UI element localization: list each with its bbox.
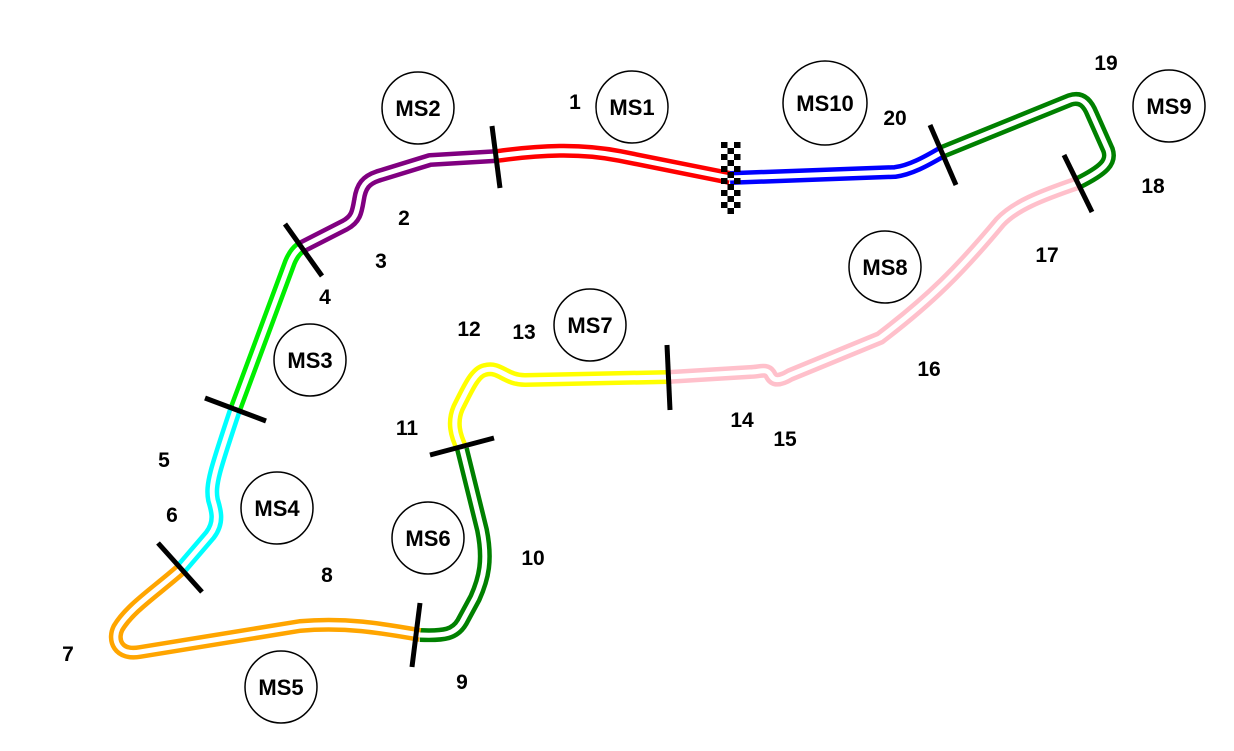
sector-label-ms6: MS6: [391, 501, 465, 575]
sector-circle: [553, 288, 627, 362]
turn-number: 6: [166, 504, 178, 527]
turn-number: 10: [521, 547, 544, 570]
sector-name: MS2: [395, 96, 440, 121]
sector-boundary-marker: [156, 541, 204, 594]
sector-boundary-marker: [927, 124, 959, 186]
turn-number: 5: [158, 449, 170, 472]
sector-name: MS7: [567, 313, 612, 338]
turn-number: 13: [512, 321, 535, 344]
track-inner-ms5: [113, 568, 421, 656]
sector-circle: [848, 230, 922, 304]
turn-number: 1: [569, 91, 581, 114]
sector-name: MS1: [609, 95, 654, 120]
turn-number: 14: [730, 409, 754, 432]
track-inner-ms6: [419, 448, 488, 638]
sector-boundary-marker: [282, 222, 325, 278]
sector-circle: [782, 60, 868, 146]
turn-number: 4: [319, 286, 331, 309]
turn-number: 9: [456, 671, 468, 694]
sector-label-ms10: MS10: [782, 60, 868, 146]
sector-name: MS10: [796, 91, 853, 116]
turn-number: 19: [1094, 52, 1117, 75]
sector-label-ms9: MS9: [1132, 69, 1206, 143]
sector-boundary-marker: [489, 125, 503, 189]
sector-name: MS4: [254, 496, 300, 521]
sector-circle: [1132, 69, 1206, 143]
sector-name: MS6: [405, 526, 450, 551]
sector-circle: [381, 71, 455, 145]
sector-boundary-marker: [409, 602, 423, 668]
turn-number: 11: [396, 417, 419, 440]
sector-name: MS5: [258, 675, 303, 700]
turn-number: 18: [1141, 175, 1165, 198]
sector-label-ms5: MS5: [244, 650, 318, 724]
turn-number: 7: [62, 643, 74, 666]
turn-number: 12: [457, 318, 480, 341]
track-inner-ms9: [941, 96, 1112, 186]
sector-circle: [595, 70, 669, 144]
sector-label-ms1: MS1: [595, 70, 669, 144]
sector-boundary-marker: [204, 395, 267, 424]
sector-label-ms4: MS4: [240, 471, 314, 545]
turn-number: 17: [1035, 244, 1058, 267]
sector-circle: [240, 471, 314, 545]
track-inner-ms4: [178, 409, 238, 572]
turn-number: 15: [773, 428, 797, 451]
sector-circle: [244, 650, 318, 724]
sector-label-ms3: MS3: [273, 323, 347, 397]
sector-name: MS3: [287, 348, 332, 373]
sector-label-ms2: MS2: [381, 71, 455, 145]
sector-boundary-marker: [664, 344, 673, 411]
turn-number: 3: [375, 250, 387, 273]
turn-number: 16: [917, 358, 940, 381]
sector-name: MS8: [862, 255, 907, 280]
track: [108, 92, 1116, 660]
checkered-flag-icon: [721, 142, 741, 214]
track-inner-ms8: [667, 180, 1079, 383]
track-inner-ms3: [232, 246, 302, 411]
turn-number: 2: [398, 207, 410, 230]
turn-number: 8: [321, 564, 333, 587]
sector-boundary-marker: [1061, 153, 1095, 214]
sector-circle: [273, 323, 347, 397]
sector-boundary-marker: [429, 435, 495, 458]
track-inner-ms2: [298, 153, 498, 251]
track-inner-ms7: [452, 366, 669, 451]
sector-label-ms8: MS8: [848, 230, 922, 304]
turn-number: 20: [883, 107, 906, 130]
track-inner-ms1: [496, 148, 731, 181]
sector-name: MS9: [1146, 94, 1191, 119]
sector-label-ms7: MS7: [553, 288, 627, 362]
track-inner-ms10: [729, 149, 944, 181]
sector-circle: [391, 501, 465, 575]
